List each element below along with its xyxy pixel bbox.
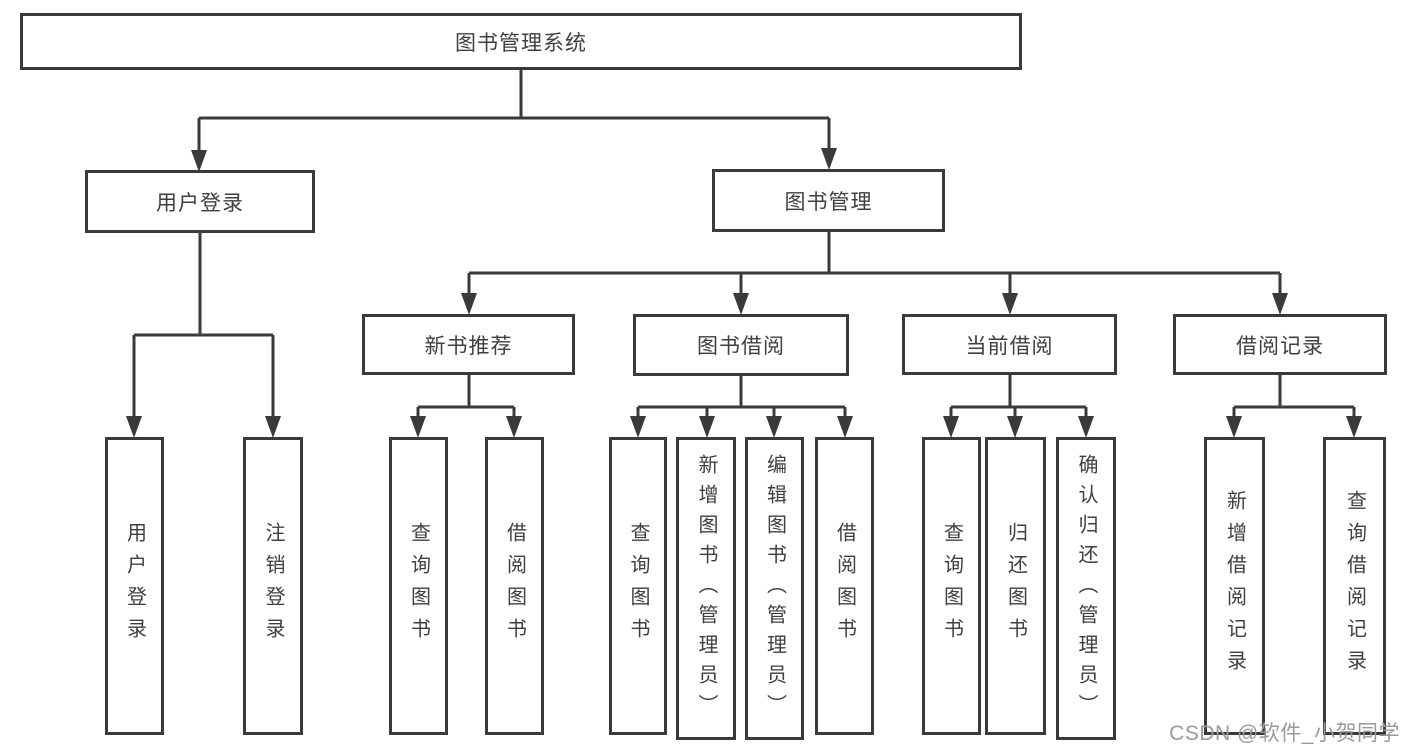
node-label: 新增借阅记录 [1223, 490, 1246, 682]
leaf-logout: 注销登录 [243, 437, 303, 735]
node-label: 用户登录 [123, 522, 146, 650]
leaf-query-books-current: 查询图书 [922, 437, 981, 735]
leaf-query-borrow-record: 查询借阅记录 [1323, 437, 1386, 735]
node-label: 查询图书 [407, 522, 430, 650]
node-label: 新书推荐 [424, 334, 513, 358]
node-label: 查询图书 [627, 522, 649, 650]
node-book-borrowing: 图书借阅 [633, 314, 849, 376]
edge-records-split [1232, 375, 1356, 417]
leaf-confirm-return-admin: 确认归还（管理员） [1056, 437, 1116, 740]
node-label: 图书管理 [784, 190, 873, 214]
edge-newbooks-split [416, 375, 516, 417]
node-label: 注销登录 [262, 522, 284, 650]
leaf-borrow-books: 借阅图书 [815, 437, 874, 735]
node-label: 借阅图书 [503, 522, 526, 650]
node-new-book-recommend: 新书推荐 [362, 314, 575, 375]
node-label: 图书借阅 [697, 335, 785, 358]
node-label: 查询图书 [940, 522, 963, 650]
node-label: 编辑图书（管理员） [763, 453, 786, 724]
arrowheads [126, 148, 1362, 438]
leaf-add-borrow-record: 新增借阅记录 [1204, 437, 1265, 735]
leaf-query-books-borrow: 查询图书 [609, 437, 667, 735]
node-label: 查询借阅记录 [1343, 490, 1366, 682]
node-label: 借阅图书 [833, 522, 856, 650]
node-borrowing-records: 借阅记录 [1173, 314, 1387, 375]
edge-login-split [132, 232, 275, 417]
node-label: 确认归还（管理员） [1075, 453, 1097, 724]
leaf-return-books: 归还图书 [985, 437, 1046, 735]
csdn-watermark: CSDN @软件_小贺同学 [1169, 722, 1400, 745]
leaf-edit-books-admin: 编辑图书（管理员） [745, 437, 804, 740]
leaf-user-login: 用户登录 [105, 437, 164, 735]
node-user-login: 用户登录 [85, 170, 315, 233]
node-label: 当前借阅 [965, 334, 1054, 358]
leaf-query-books-recommend: 查询图书 [389, 437, 448, 735]
edge-curborrow-split [949, 375, 1088, 417]
node-current-borrowing: 当前借阅 [902, 314, 1117, 375]
node-library-management-system: 图书管理系统 [20, 13, 1022, 70]
node-book-management: 图书管理 [712, 169, 945, 232]
node-label: 用户登录 [156, 191, 244, 215]
node-label: 图书管理系统 [455, 31, 587, 55]
node-label: 归还图书 [1004, 522, 1027, 650]
edge-bookborrow-split [636, 376, 847, 417]
edge-root-split [197, 70, 831, 150]
leaf-borrow-books-recommend: 借阅图书 [485, 437, 544, 735]
edge-mgmt-split [467, 232, 1282, 294]
leaf-add-books-admin: 新增图书（管理员） [676, 437, 736, 740]
node-label: 借阅记录 [1236, 334, 1324, 358]
node-label: 新增图书（管理员） [695, 453, 717, 724]
